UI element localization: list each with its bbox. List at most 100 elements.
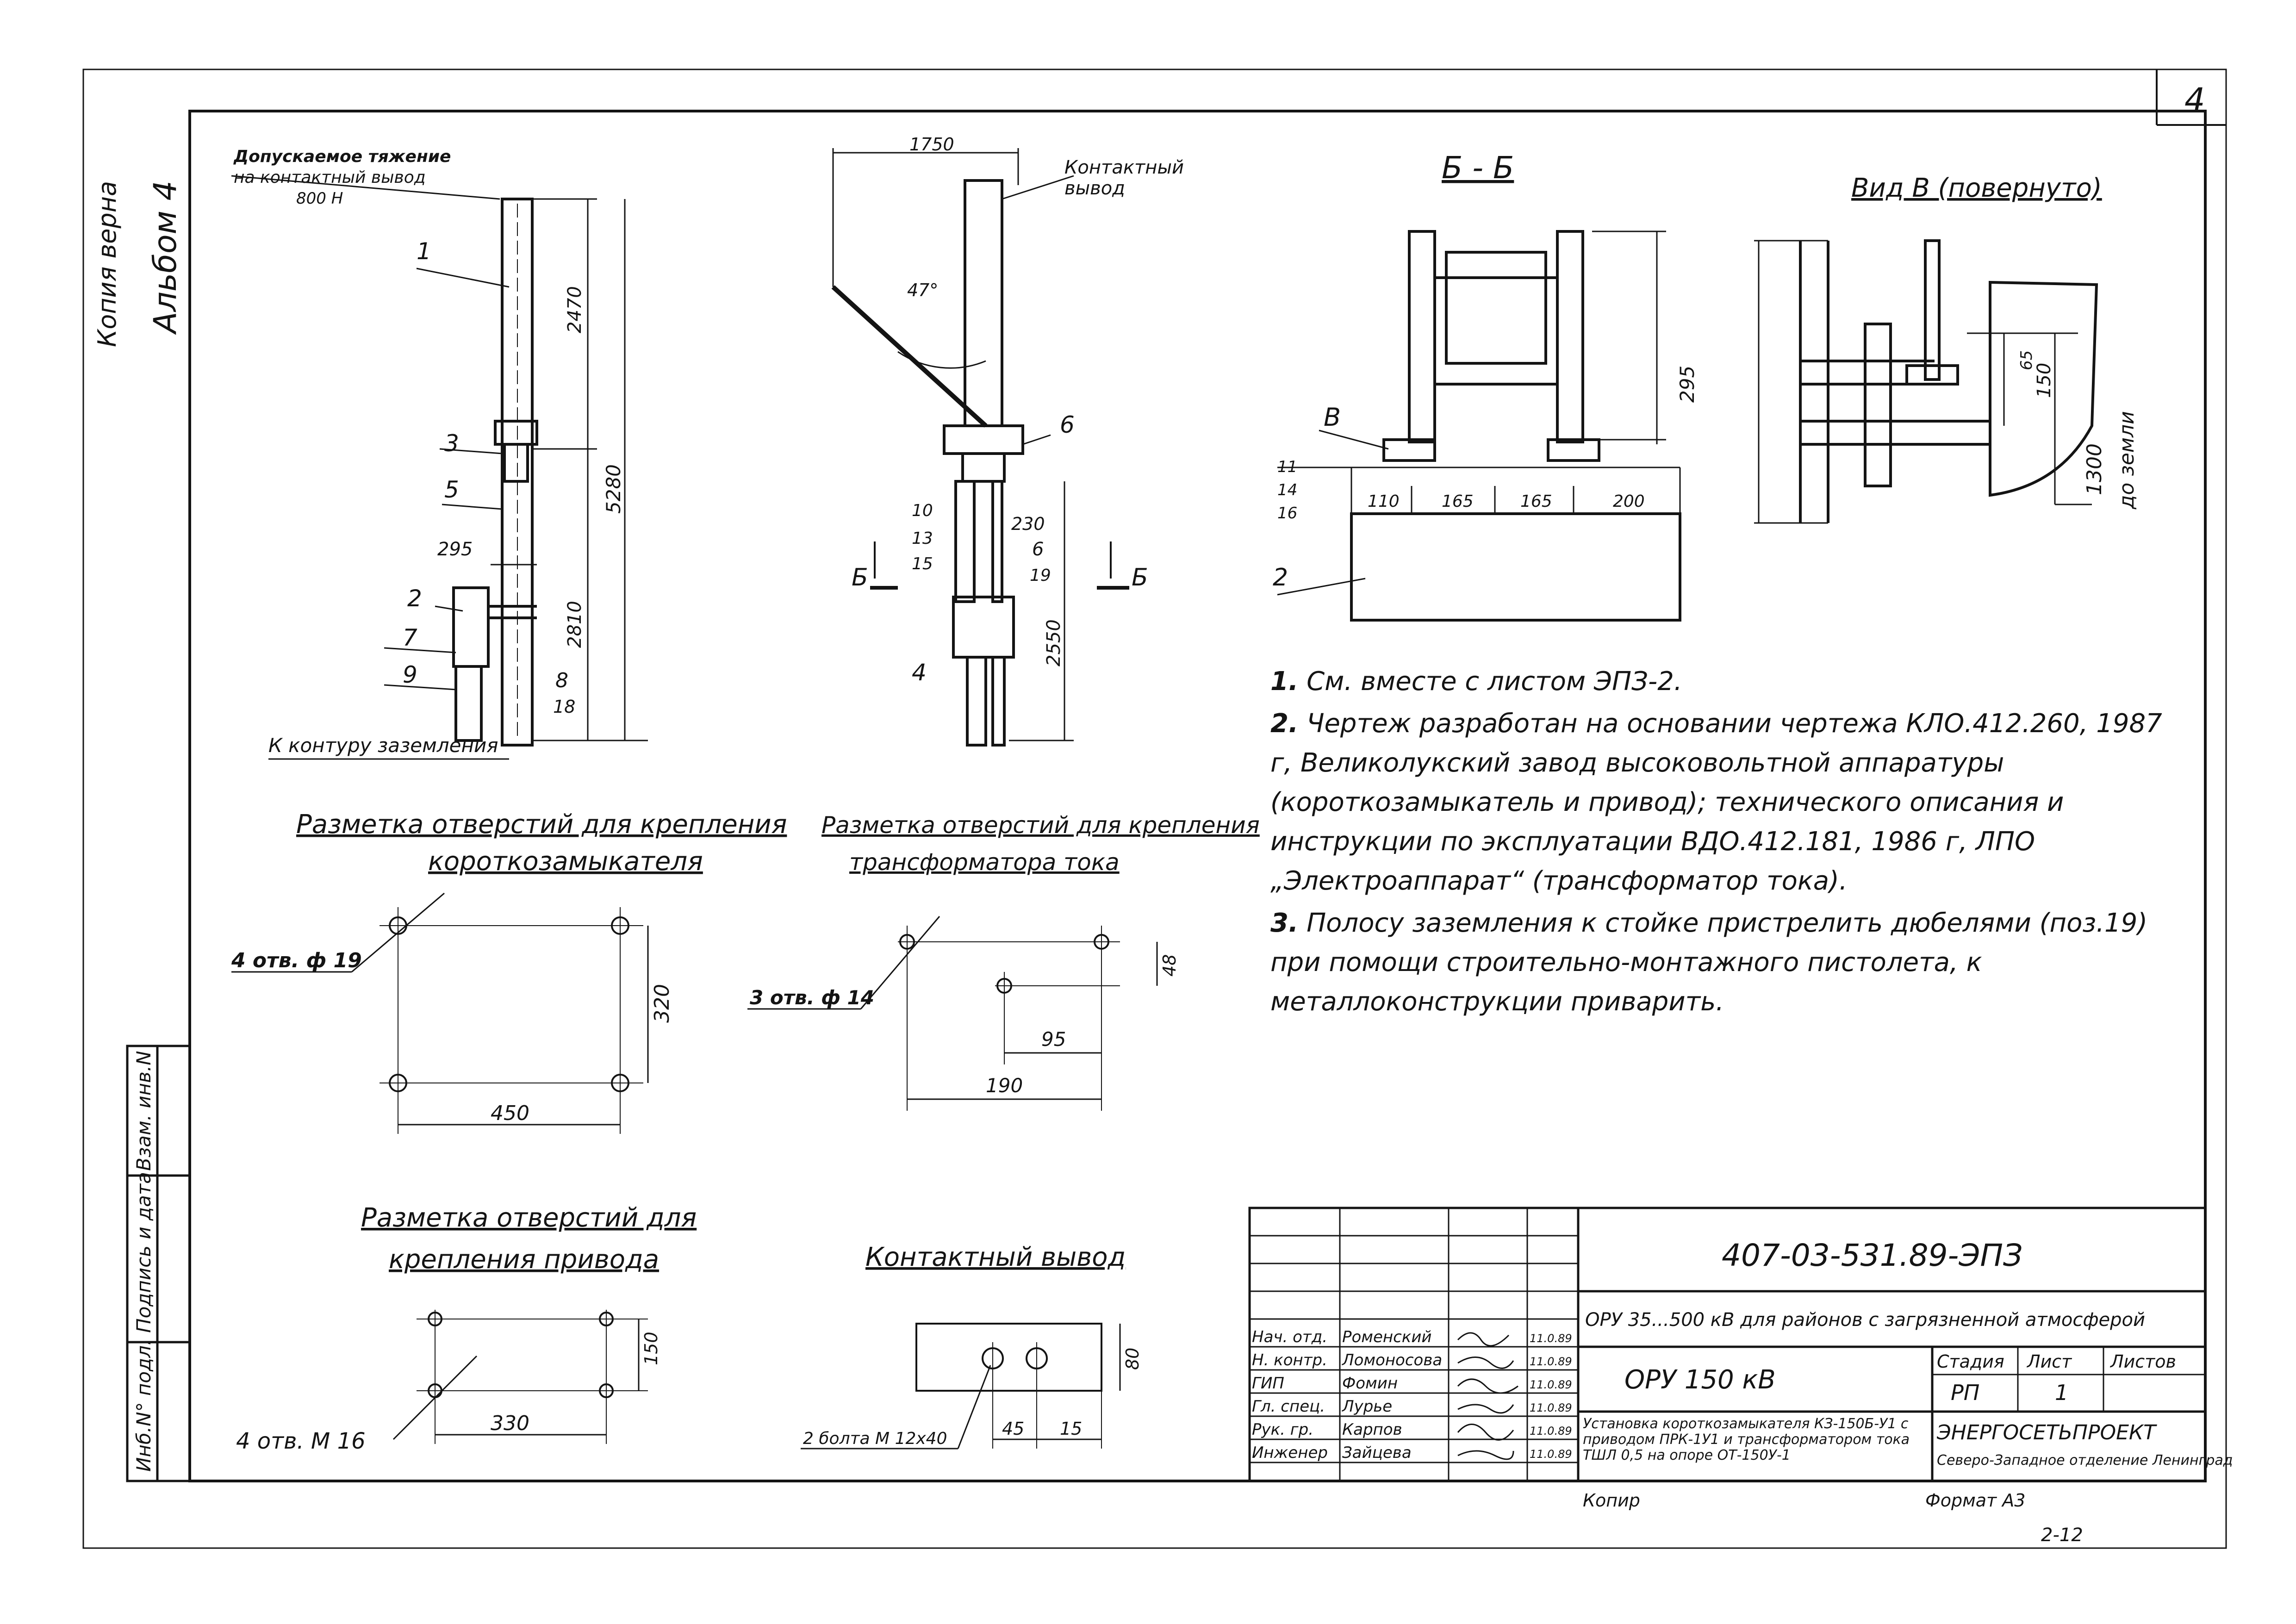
side-stamp: Копия верна Альбом 4 — [93, 180, 184, 347]
name-2: Фомин — [1342, 1374, 1398, 1393]
dim-2550: 2550 — [1043, 619, 1064, 666]
section-mark-left: Б — [852, 564, 868, 591]
dim-2810: 2810 — [564, 601, 585, 648]
callout-16: 16 — [1277, 504, 1297, 523]
callout-5: 5 — [444, 476, 459, 503]
view-v-drawing — [1754, 239, 2098, 524]
ground-contour-label: К контуру заземления — [268, 734, 498, 757]
dim-200: 200 — [1613, 492, 1645, 511]
hole-layout-2-callout: 3 отв. ф 14 — [750, 986, 874, 1009]
allowed-tension-value: 800 Н — [296, 189, 343, 208]
dim-1750: 1750 — [909, 134, 954, 155]
side-view-drawing — [231, 175, 648, 760]
dim-450: 450 — [491, 1101, 529, 1125]
section-bb-drawing — [1277, 230, 1681, 622]
sheet-name: Установка короткозамыкателя КЗ-150Б-У1 с… — [1583, 1416, 1910, 1463]
format-label: Формат А3 — [1925, 1490, 2025, 1511]
dim-45: 45 — [1002, 1419, 1024, 1439]
callout-8: 8 — [555, 669, 568, 692]
view-arrow-label: В — [1324, 403, 1341, 432]
doc-code: 407-03-531.89-ЭПЗ — [1722, 1238, 2022, 1273]
sheet-frame — [82, 68, 2227, 1549]
role-1: Н. контр. — [1252, 1351, 1327, 1369]
note-2-text: Чертеж разработан на основании чертежа К… — [1270, 709, 2162, 896]
callout-18: 18 — [553, 697, 575, 717]
date-2: 11.0.89 — [1530, 1378, 1572, 1391]
people-rows: Нач. отд. Роменский 11.0.89 Н. контр. Ло… — [1252, 1328, 1572, 1462]
note-3: 3. Полосу заземления к стойке пристрелит… — [1270, 903, 2187, 1021]
callout-10: 10 — [912, 501, 933, 520]
dim-320: 320 — [650, 984, 674, 1023]
dim-15: 15 — [1060, 1419, 1082, 1439]
dim-150-view: 150 — [2034, 363, 2055, 398]
note-2-num: 2. — [1270, 709, 1299, 739]
callout-2: 2 — [407, 585, 422, 612]
dim-80: 80 — [1122, 1348, 1143, 1370]
dim-295-side: 295 — [437, 539, 473, 560]
approval-strip — [126, 1045, 191, 1482]
copy-verified-label: Копия верна — [93, 181, 122, 347]
callout-13: 13 — [912, 529, 933, 548]
date-0: 11.0.89 — [1530, 1332, 1572, 1345]
dim-150-hole: 150 — [641, 1332, 661, 1365]
dim-65: 65 — [2017, 350, 2036, 370]
signatures — [1457, 1332, 1518, 1460]
dim-190: 190 — [986, 1074, 1023, 1097]
contact-lead-title: Контактный вывод — [865, 1242, 1126, 1272]
callout-1: 1 — [417, 238, 431, 265]
dim-295-section: 295 — [1676, 366, 1699, 403]
stage-header: Стадия — [1937, 1351, 2004, 1372]
section-bb-title: Б - Б — [1442, 150, 1514, 186]
replaced-inv-label: Взам. инв.N — [132, 1051, 155, 1171]
role-0: Нач. отд. — [1252, 1328, 1327, 1346]
hole-layout-3-title: Разметка отверстий для — [361, 1203, 697, 1233]
role-2: ГИП — [1252, 1374, 1284, 1393]
callout-4: 4 — [912, 659, 927, 686]
project-name: ОРУ 35...500 кВ для районов с загрязненн… — [1585, 1309, 2145, 1331]
stage-value: РП — [1951, 1380, 1979, 1405]
callout-6-low: 6 — [1032, 539, 1044, 560]
original-inv-label: Инб.N° подл. — [132, 1339, 155, 1472]
note-1-num: 1. — [1270, 666, 1299, 697]
allowed-tension-title: Допускаемое тяжение — [233, 147, 451, 166]
contact-lead-drawing — [801, 1323, 1121, 1450]
front-view-drawing — [831, 148, 1129, 747]
hole-layout-3-subtitle: крепления привода — [389, 1244, 659, 1275]
contact-lead-label-2: вывод — [1064, 178, 1125, 199]
contact-lead-label: Контактный — [1064, 157, 1184, 178]
name-0: Роменский — [1342, 1328, 1432, 1346]
note-3-text: Полосу заземления к стойке пристрелить д… — [1270, 908, 2148, 1017]
object-name: ОРУ 150 кВ — [1624, 1365, 1776, 1395]
callout-2-section: 2 — [1273, 564, 1288, 591]
dim-48: 48 — [1159, 954, 1180, 977]
callout-7: 7 — [403, 624, 417, 651]
name-4: Карпов — [1342, 1420, 1402, 1439]
dim-165-b: 165 — [1520, 492, 1552, 511]
section-mark-right: Б — [1132, 564, 1148, 591]
hole-layout-2-subtitle: трансформатора тока — [849, 849, 1120, 876]
view-v-title: Вид В (повернуто) — [1851, 173, 2102, 203]
hole-layout-2-drawing — [747, 916, 1158, 1111]
date-3: 11.0.89 — [1530, 1401, 1572, 1414]
dim-110: 110 — [1368, 492, 1400, 511]
date-4: 11.0.89 — [1530, 1425, 1572, 1437]
callout-9: 9 — [403, 661, 417, 688]
notes-block: 1. См. вместе с листом ЭПЗ-2. 2. Чертеж … — [1270, 662, 2187, 1024]
callout-3: 3 — [444, 430, 459, 457]
dim-165-a: 165 — [1442, 492, 1474, 511]
footer-number: 2-12 — [2041, 1524, 2083, 1546]
signature-date-label: Подпись и дата — [132, 1172, 155, 1333]
note-3-num: 3. — [1270, 908, 1299, 938]
copied-by-label: Копир — [1583, 1490, 1640, 1511]
role-3: Гл. спец. — [1252, 1397, 1325, 1416]
name-5: Зайцева — [1342, 1444, 1412, 1462]
name-1: Ломоносова — [1341, 1351, 1442, 1369]
note-1-text: См. вместе с листом ЭПЗ-2. — [1307, 666, 1682, 697]
callout-15: 15 — [912, 554, 933, 573]
note-2: 2. Чертеж разработан на основании чертеж… — [1270, 704, 2187, 901]
hole-layout-3-callout: 4 отв. М 16 — [236, 1428, 366, 1454]
hole-layout-1-drawing — [231, 892, 649, 1134]
dim-5280: 5280 — [602, 464, 625, 514]
dim-95: 95 — [1041, 1028, 1066, 1051]
